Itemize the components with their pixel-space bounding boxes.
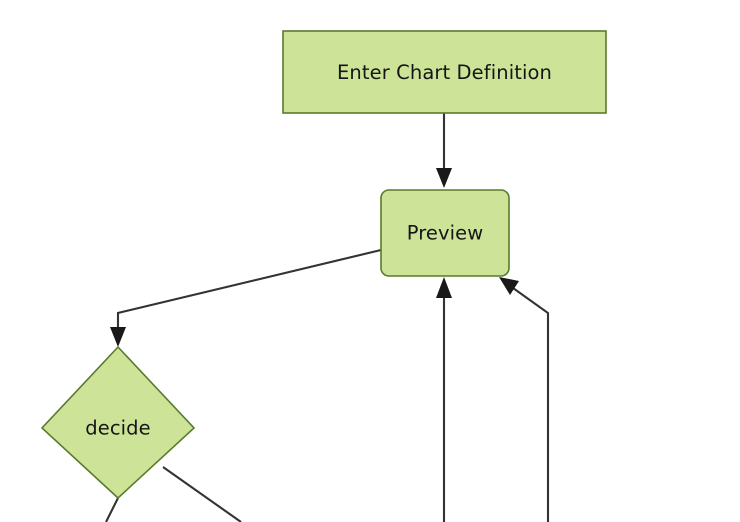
node-label-enter-chart-definition: Enter Chart Definition — [337, 61, 552, 84]
edge-decide-bottom-right — [162, 466, 242, 522]
arrowhead-icon — [110, 327, 126, 347]
edge-line — [116, 248, 382, 331]
arrowhead-icon — [499, 277, 519, 295]
node-decide[interactable]: decide — [40, 345, 196, 500]
edge-preview-to-decide — [110, 248, 382, 347]
node-shape-rectangle[interactable] — [282, 30, 607, 114]
node-label-decide: decide — [85, 417, 151, 440]
node-shape-diamond[interactable] — [40, 345, 196, 500]
arrowhead-icon — [436, 277, 452, 298]
edge-enter-to-preview — [436, 113, 452, 188]
edge-bottom-center-to-preview — [436, 277, 452, 522]
node-shape-rounded-rectangle[interactable] — [380, 189, 510, 277]
edge-line — [512, 287, 550, 522]
node-enter-chart-definition[interactable]: Enter Chart Definition — [282, 30, 607, 114]
edge-bottom-right-to-preview — [499, 277, 550, 522]
arrowhead-icon — [436, 168, 452, 188]
edge-line — [105, 497, 119, 522]
node-label-preview: Preview — [407, 222, 484, 245]
edge-line — [162, 466, 242, 522]
edge-decide-bottom-left — [105, 497, 119, 522]
node-preview[interactable]: Preview — [380, 189, 510, 277]
